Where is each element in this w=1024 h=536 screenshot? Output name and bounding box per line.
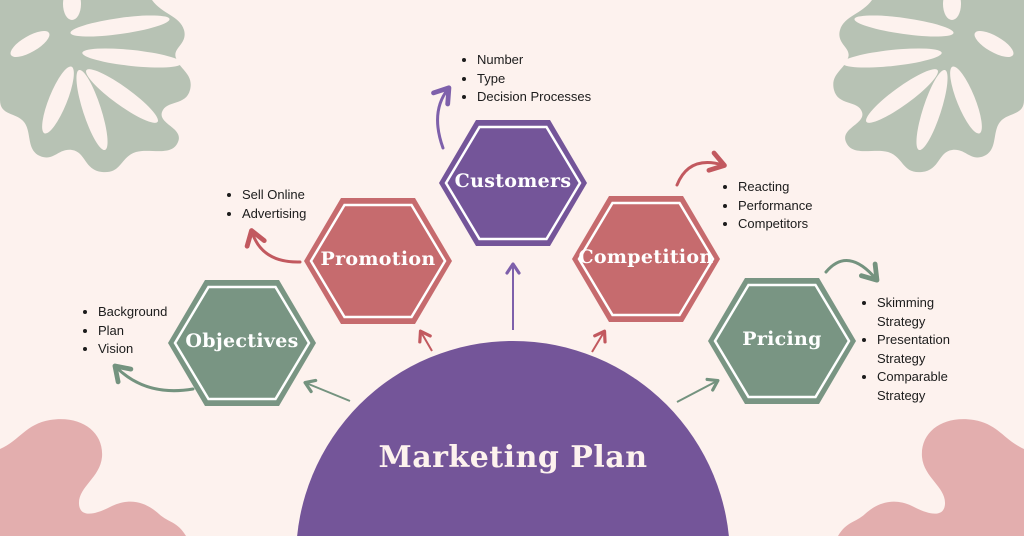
leaf-gap: [76, 69, 108, 151]
arrow-competition-to-list: [675, 150, 727, 187]
pricing-bullet-list: Skimming Strategy Presentation Strategy …: [862, 294, 979, 405]
arrow-center-to-competition: [591, 329, 607, 353]
list-item: Competitors: [738, 215, 812, 234]
list-item: Presentation Strategy: [877, 331, 979, 368]
objectives-node-label: Objectives: [185, 330, 299, 352]
customers-bullet-list: Number Type Decision Processes: [462, 51, 591, 107]
customers-node-label: Customers: [454, 170, 572, 192]
list-item: Advertising: [242, 205, 306, 224]
promotion-hexagon-inner-border: [309, 203, 447, 319]
leaf-gap: [943, 0, 961, 20]
leaf-gap: [950, 66, 982, 134]
arrow-promotion-to-list: [244, 228, 302, 264]
leaf-decoration-top-left: [0, 0, 191, 173]
leaf-gap: [854, 15, 954, 37]
leaf-gap: [70, 15, 170, 37]
leaf-gap: [86, 69, 158, 123]
arrow-customers-to-list: [431, 85, 452, 150]
pricing-hexagon-fill: [708, 278, 856, 404]
list-item: Type: [477, 70, 591, 89]
promotion-hexagon: [304, 198, 452, 324]
promotion-hexagon-fill: [304, 198, 452, 324]
page-title: Marketing Plan: [378, 440, 648, 475]
competition-hexagon-inner-border: [577, 201, 715, 317]
leaf-decoration-top-right: [833, 0, 1024, 173]
arrow-center-to-objectives: [303, 378, 351, 402]
leaf-gap: [42, 66, 74, 134]
list-item: Comparable Strategy: [877, 368, 979, 405]
pricing-hexagon: [708, 278, 856, 404]
customers-hexagon: [439, 120, 587, 246]
promotion-node-label: Promotion: [320, 248, 436, 270]
leaf-gap: [63, 0, 81, 20]
arrow-center-to-pricing: [676, 377, 720, 403]
blob-decoration-bottom-right: [838, 419, 1024, 536]
competition-bullet-list: Reacting Performance Competitors: [723, 178, 812, 234]
competition-node-label: Competition: [578, 246, 714, 268]
list-item: Number: [477, 51, 591, 70]
promotion-bullet-list: Sell Online Advertising: [227, 186, 306, 223]
blob-decoration-bottom-left: [0, 419, 186, 536]
objectives-hexagon-inner-border: [173, 285, 311, 401]
customers-hexagon-fill: [439, 120, 587, 246]
leaf-gap: [974, 31, 1014, 57]
leaf-gap: [10, 31, 50, 57]
list-item: Plan: [98, 322, 167, 341]
arrow-pricing-to-list: [824, 259, 880, 283]
list-item: Sell Online: [242, 186, 306, 205]
leaf-gap: [82, 48, 182, 68]
objectives-hexagon-fill: [168, 280, 316, 406]
list-item: Decision Processes: [477, 88, 591, 107]
list-item: Vision: [98, 340, 167, 359]
center-semicircle: [297, 341, 729, 536]
objectives-hexagon: [168, 280, 316, 406]
pricing-node-label: Pricing: [742, 328, 822, 350]
competition-hexagon: [572, 196, 720, 322]
pricing-hexagon-inner-border: [713, 283, 851, 399]
competition-hexagon-fill: [572, 196, 720, 322]
leaf-gap: [866, 69, 938, 123]
list-item: Performance: [738, 197, 812, 216]
customers-hexagon-inner-border: [444, 125, 582, 241]
list-item: Background: [98, 303, 167, 322]
objectives-bullet-list: Background Plan Vision: [83, 303, 167, 359]
leaf-gap: [916, 69, 948, 151]
leaf-gap: [842, 48, 942, 68]
list-item: Reacting: [738, 178, 812, 197]
list-item: Skimming Strategy: [877, 294, 979, 331]
arrow-center-to-promotion: [418, 329, 433, 352]
arrow-objectives-to-list: [112, 363, 195, 393]
